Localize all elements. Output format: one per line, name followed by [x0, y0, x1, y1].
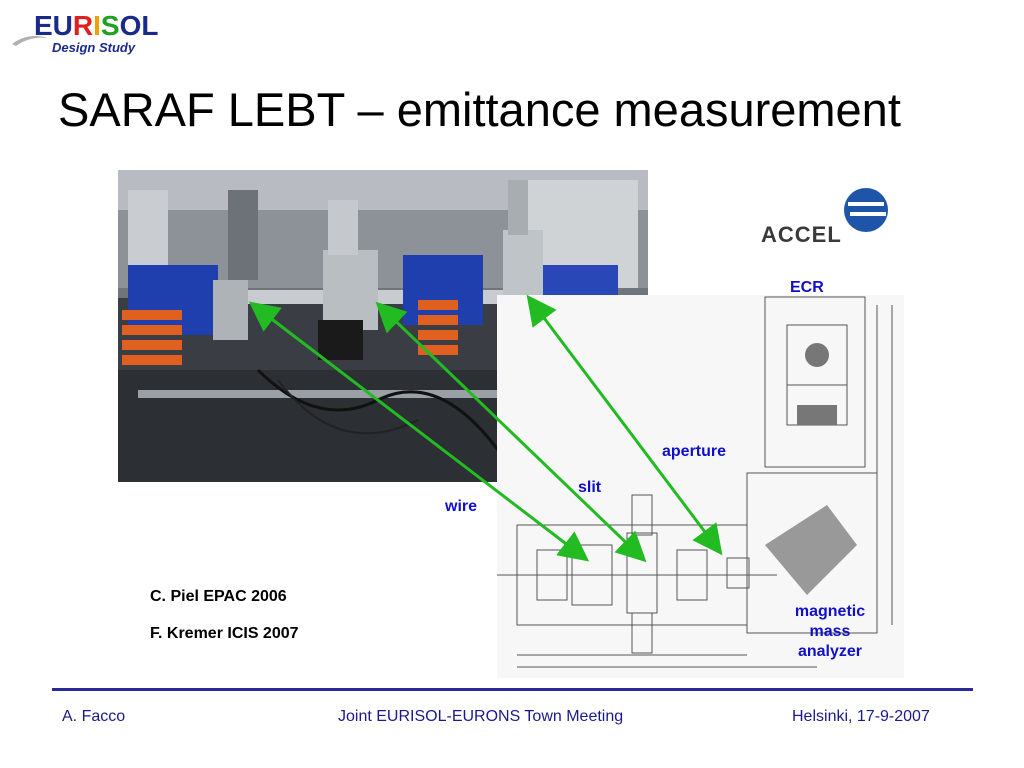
logo-subtitle: Design Study	[52, 40, 136, 55]
label-magnetic-mass-analyzer: magnetic mass analyzer	[780, 602, 880, 662]
label-slit: slit	[578, 479, 602, 496]
swoosh-icon	[12, 36, 48, 46]
accel-globe-icon	[844, 188, 888, 232]
label-analyzer: analyzer	[797, 643, 863, 660]
label-ecr: ECR	[790, 279, 824, 296]
footer-place-date: Helsinki, 17-9-2007	[792, 708, 930, 725]
logo-word: EURISOL	[34, 10, 159, 41]
accel-name: ACCEL	[761, 222, 842, 247]
label-wire: wire	[445, 498, 478, 515]
slide-title: SARAF LEBT – emittance measurement	[58, 83, 901, 136]
label-magnetic: magnetic	[794, 603, 866, 620]
footer-rule	[52, 688, 973, 691]
label-mass: mass	[809, 623, 851, 640]
footer-author: A. Facco	[62, 708, 126, 725]
accel-logo: ACCEL	[758, 182, 898, 247]
eurisol-logo: EURISOL Design Study	[10, 10, 170, 56]
reference-1: C. Piel EPAC 2006	[150, 588, 287, 605]
label-aperture: aperture	[662, 443, 727, 460]
footer-event: Joint EURISOL-EURONS Town Meeting	[338, 708, 624, 725]
reference-2: F. Kremer ICIS 2007	[150, 625, 299, 642]
